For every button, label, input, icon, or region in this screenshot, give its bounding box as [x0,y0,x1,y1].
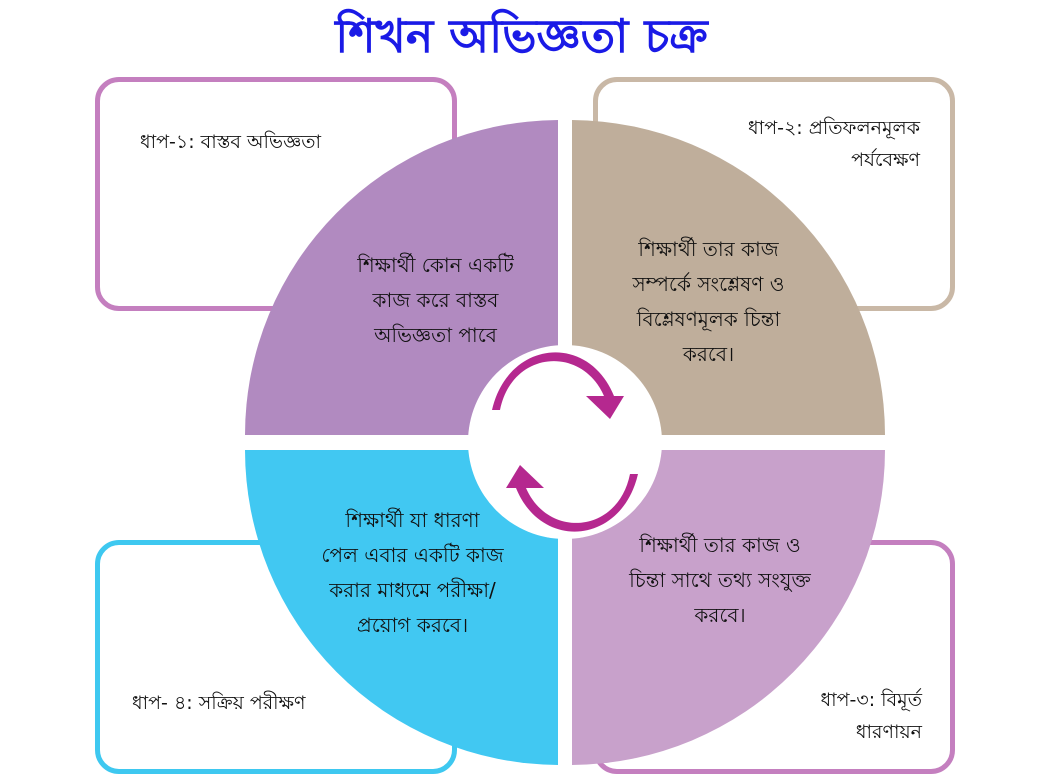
cycle-arrows-icon [492,352,638,532]
cycle-arrow-bottom [506,465,638,532]
quadrant-2-line: শিক্ষার্থী তার কাজ [638,237,779,261]
quadrant-1-line: অভিজ্ঞতা পাবে [374,323,497,347]
page-title: শিখন অভিজ্ঞতা চক্র [335,9,708,63]
quadrant-1-line: শিক্ষার্থী কোন একটি [357,253,514,277]
quadrant-3-text: শিক্ষার্থী তার কাজ ও চিন্তা সাথে তথ্য সং… [600,528,840,633]
quadrant-4-text: শিক্ষার্থী যা ধারণা পেল এবার একটি কাজ কর… [290,503,535,643]
quadrant-1-line: কাজ করে বাস্তব [372,288,499,312]
quadrant-3-line: করবে। [694,603,746,627]
quadrant-4-line: শিক্ষার্থী যা ধারণা [345,508,480,532]
quadrant-4-line: পেল এবার একটি কাজ [321,543,504,567]
step-3-label: ধাপ-৩: বিমূর্ত ধারণায়ন [660,684,922,748]
center-circle [468,345,662,539]
step-1-label: ধাপ-১: বাস্তব অভিজ্ঞতা [140,131,322,153]
quadrant-active-experimentation [245,450,558,765]
cycle-arrow-top [492,352,624,419]
quadrant-reflective-observation [572,120,885,435]
quadrant-4-line: প্রয়োগ করবে। [356,613,469,637]
quadrant-1-text: শিক্ষার্থী কোন একটি কাজ করে বাস্তব অভিজ্… [318,248,553,353]
step-2-label: ধাপ-২: প্রতিফলনমূলক পর্যবেক্ষণ [650,112,920,176]
quadrant-2-line: করবে। [682,342,735,366]
step-4-label: ধাপ- ৪: সক্রিয় পরীক্ষণ [132,692,306,714]
step-2-label-line-1: ধাপ-২: প্রতিফলনমূলক [748,117,920,139]
quadrant-3-line: চিন্তা সাথে তথ্য সংযুক্ত [629,568,811,592]
quadrant-4-line: করার মাধ্যমে পরীক্ষা/ [329,578,496,602]
quadrant-2-line: সম্পর্কে সংশ্লেষণ ও [632,272,785,296]
quadrant-2-text: শিক্ষার্থী তার কাজ সম্পর্কে সংশ্লেষণ ও ব… [596,232,821,372]
step-3-label-line-2: ধারণায়ন [855,721,922,743]
quadrant-2-line: বিশ্লেষণমূলক চিন্তা [636,307,781,331]
quadrant-abstract-conceptualization [572,450,885,765]
quadrant-3-line: শিক্ষার্থী তার কাজ ও [639,533,801,557]
step-2-label-line-2: পর্যবেক্ষণ [851,149,920,171]
step-3-label-line-1: ধাপ-৩: বিমূর্ত [820,689,922,711]
quadrant-concrete-experience [245,120,558,435]
